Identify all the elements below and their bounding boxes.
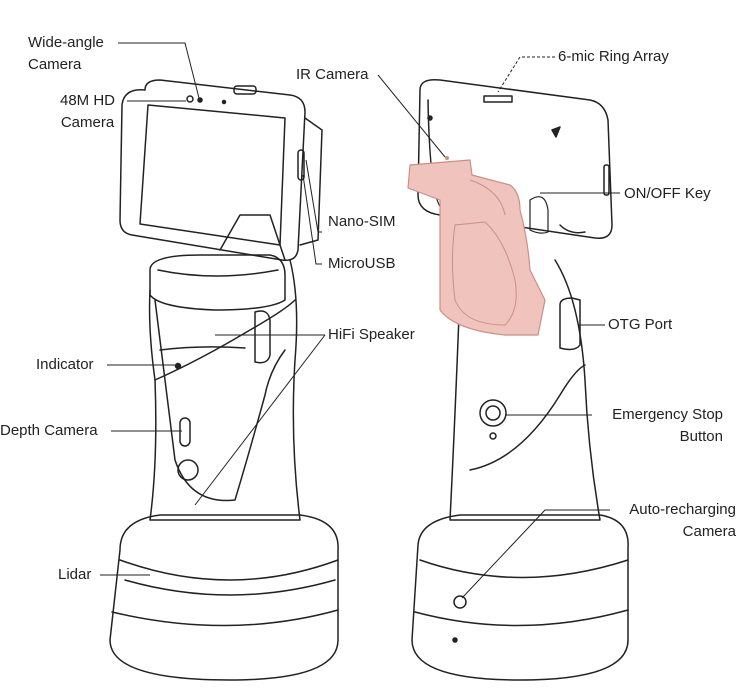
speaker-grille: [254, 310, 271, 364]
front-base: [109, 514, 339, 681]
lidar-window: [124, 579, 336, 596]
label-mic-array: 6-mic Ring Array: [558, 48, 669, 65]
tablet-screen: [139, 104, 286, 246]
head-bowl: [149, 254, 286, 311]
label-hd-camera: 48M HD Camera: [60, 92, 116, 131]
label-emergency-stop: Emergency Stop Button: [612, 406, 723, 445]
label-depth-camera: Depth Camera: [0, 422, 98, 439]
label-lidar: Lidar: [58, 566, 92, 583]
recharge-camera-lens: [453, 595, 467, 609]
indicator-dot: [174, 362, 182, 370]
rear-body: [449, 259, 601, 521]
lower-lens: [177, 459, 199, 481]
tablet-outer: [119, 79, 306, 262]
tablet-back: [417, 78, 613, 239]
emergency-stop: [479, 399, 507, 427]
label-otg-port: OTG Port: [608, 316, 673, 333]
rear-base: [411, 514, 629, 681]
label-onoff-key: ON/OFF Key: [624, 185, 711, 202]
top-button: [233, 85, 257, 95]
label-ir-camera: IR Camera: [296, 66, 369, 83]
side-port: [297, 149, 305, 181]
rear-handle-highlight: [407, 156, 549, 336]
leader-lines: [100, 42, 620, 599]
front-panel: [154, 299, 286, 502]
label-auto-recharging: Auto-recharging Camera: [629, 501, 736, 540]
mic-ring: [483, 95, 513, 103]
label-nano-sim: Nano-SIM: [328, 213, 396, 230]
label-micro-usb: MicroUSB: [328, 255, 396, 272]
label-hifi-speaker: HiFi Speaker: [328, 326, 415, 343]
hd-camera-lens: [186, 95, 194, 103]
label-indicator: Indicator: [36, 356, 94, 373]
otg-port-slot: [559, 297, 581, 351]
wide-camera-lens: [197, 97, 203, 103]
depth-camera-slot: [179, 417, 191, 447]
robot-front-view: [109, 79, 339, 681]
front-body: [148, 259, 301, 521]
label-wide-angle-camera: Wide-angle Camera: [28, 34, 104, 73]
